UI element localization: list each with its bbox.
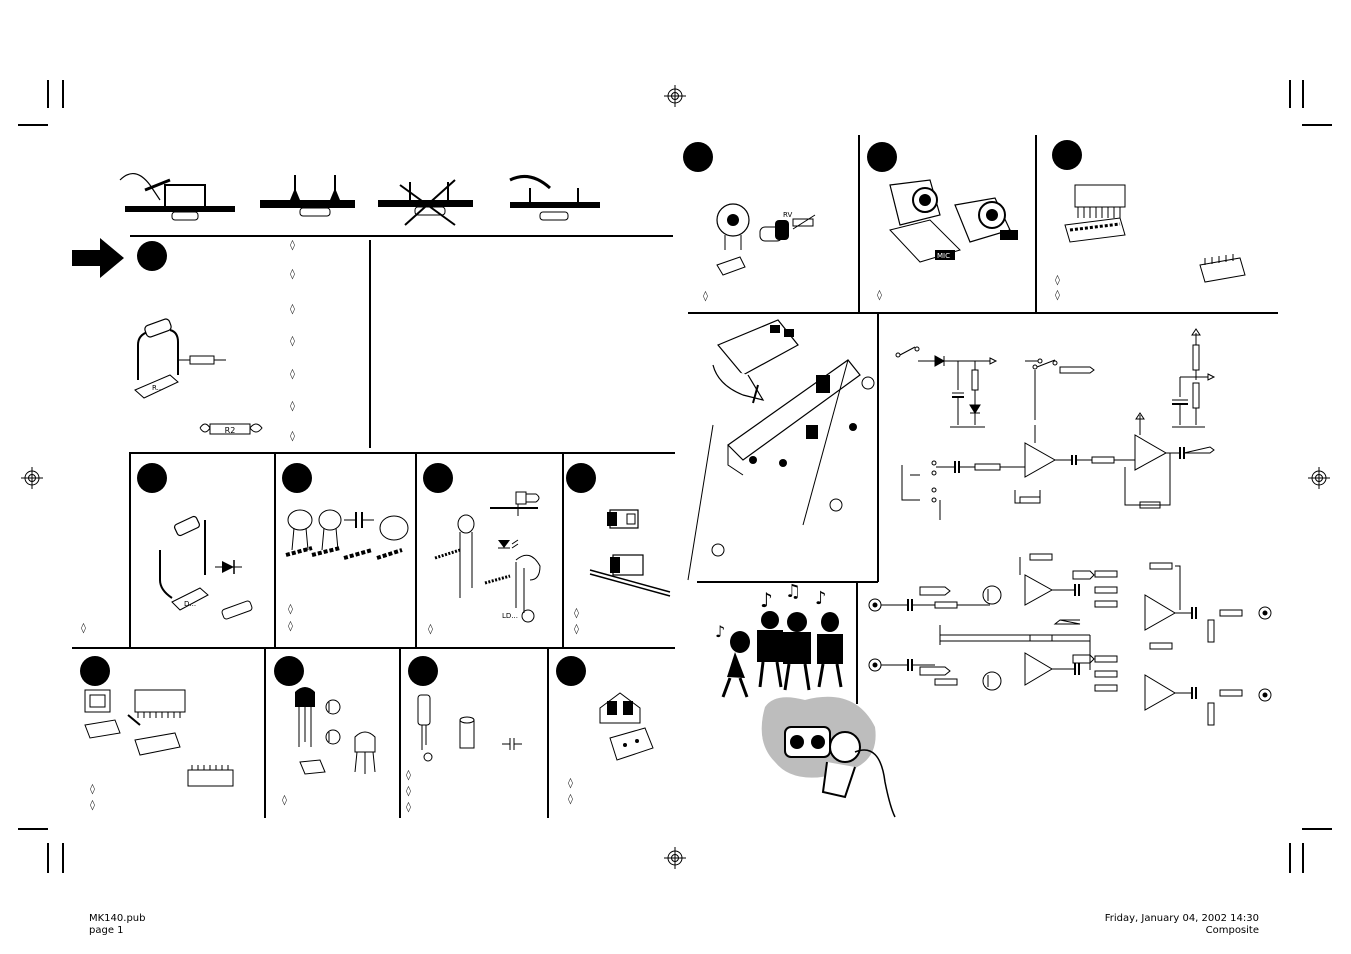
registration-mark-icon (1308, 467, 1330, 489)
section-divider (130, 452, 675, 454)
step-number-dot (1052, 140, 1082, 170)
bullet: ◊ (290, 431, 295, 442)
svg-text:♪: ♪ (815, 588, 827, 609)
step-number-dot (566, 463, 596, 493)
bullet: ◊ (90, 784, 95, 795)
section-border (415, 452, 417, 648)
music-note-icon: ♪ ♫ ♪ ♪ (715, 581, 896, 818)
mic-label: MIC (937, 252, 950, 260)
section-border (562, 452, 564, 648)
step-number-dot (274, 656, 304, 686)
section-divider (697, 581, 878, 583)
bullet: ◊ (290, 401, 295, 412)
section-border (856, 582, 858, 704)
bullet: ◊ (574, 608, 579, 619)
resistor-illustration: R2 R... (134, 318, 263, 435)
section-border (547, 648, 549, 818)
right-arrow-icon (72, 238, 124, 278)
bullet: ◊ (290, 304, 295, 315)
section-border (264, 648, 266, 818)
section-border (274, 452, 276, 648)
bullet: ◊ (1055, 290, 1060, 301)
footer-timestamp: Friday, January 04, 2002 14:30 (1104, 913, 1259, 924)
bullet: ◊ (290, 369, 295, 380)
bullet: ◊ (290, 269, 295, 280)
column-divider (369, 240, 371, 448)
footer-page-label: page 1 (89, 925, 124, 936)
step-number-dot (137, 463, 167, 493)
bullet: ◊ (574, 624, 579, 635)
bullet: ◊ (406, 786, 411, 797)
svg-text:♪: ♪ (715, 622, 725, 641)
footer-file-name: MK140.pub (89, 913, 146, 924)
registration-mark-icon (664, 847, 686, 869)
section-divider (688, 312, 1278, 314)
step-number-dot (556, 656, 586, 686)
transistor-illustration (295, 687, 376, 775)
diode-marker-label: D... (184, 600, 196, 608)
bullet: ◊ (290, 336, 295, 347)
bullet: ◊ (282, 795, 287, 806)
bullet: ◊ (877, 290, 882, 301)
trimmer-potentiometer-illustration: RV (716, 203, 816, 276)
resistor-marker-label: R... (152, 384, 163, 392)
led-illustration: LD... (434, 491, 541, 623)
registration-mark-icon (21, 467, 43, 489)
jack-connector-illustration: MIC (889, 179, 1018, 263)
bullet: ◊ (288, 621, 293, 632)
bullet: ◊ (568, 794, 573, 805)
bullet: ◊ (568, 778, 573, 789)
footer-plate: Composite (1205, 925, 1259, 936)
diode-illustration: D... (159, 515, 253, 620)
bullet: ◊ (428, 624, 433, 635)
switch-illustration (589, 509, 671, 597)
bullet: ◊ (90, 800, 95, 811)
step-number-dot (408, 656, 438, 686)
step-number-dot (80, 656, 110, 686)
section-border (399, 648, 401, 818)
terminal-block-illustration (599, 692, 654, 761)
section-divider (130, 235, 673, 237)
led-marker-label: LD... (502, 612, 518, 620)
ic-socket-illustration (84, 689, 234, 787)
section-divider (72, 647, 675, 649)
svg-text:♪: ♪ (760, 588, 773, 612)
circuit-schematic (868, 328, 1272, 726)
ceramic-capacitor-illustration (285, 509, 409, 560)
section-border (877, 312, 879, 582)
bullet: ◊ (81, 623, 86, 634)
bullet: ◊ (288, 604, 293, 615)
registration-mark-icon (664, 85, 686, 107)
bullet: ◊ (703, 291, 708, 302)
bullet: ◊ (290, 240, 295, 251)
section-border (1035, 135, 1037, 312)
svg-text:♫: ♫ (785, 581, 801, 602)
trimmer-symbol-label: RV (783, 211, 792, 219)
electrolytic-capacitor-illustration (417, 694, 522, 762)
step-number-dot (867, 142, 897, 172)
bullet: ◊ (1055, 275, 1060, 286)
step-number-dot (137, 241, 167, 271)
step-number-dot (683, 142, 713, 172)
step-number-dot (423, 463, 453, 493)
soldering-steps-illustration (119, 173, 600, 226)
bullet: ◊ (406, 802, 411, 813)
ic-chip-illustration (1064, 184, 1246, 283)
resistor-value-label: R2 (225, 426, 236, 435)
bullet: ◊ (406, 770, 411, 781)
step-number-dot (282, 463, 312, 493)
battery-mounting-illustration (687, 319, 875, 581)
section-border (129, 452, 131, 648)
section-border (858, 135, 860, 312)
